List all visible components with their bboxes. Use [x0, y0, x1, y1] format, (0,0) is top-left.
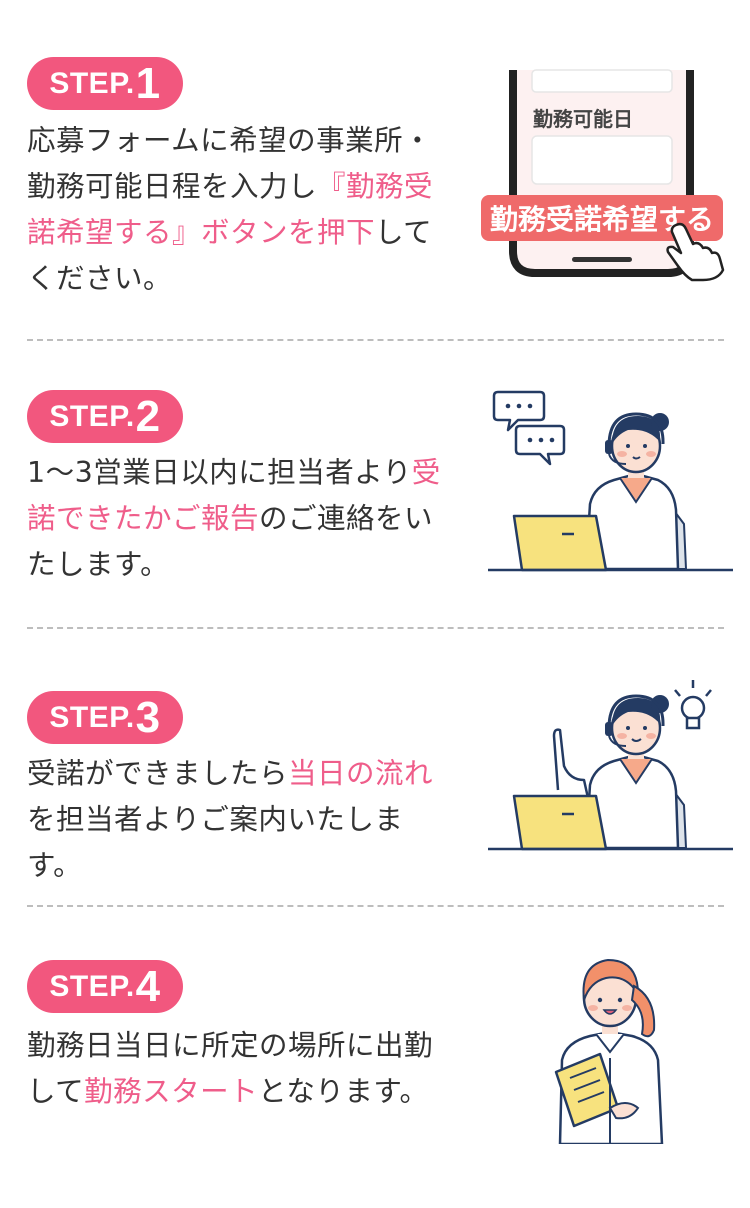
step-description: 1〜3営業日以内に担当者より受諾できたかご報告のご連絡をいたします。 — [27, 450, 447, 588]
laptop-icon — [512, 794, 608, 851]
step-badge-label: STEP. — [49, 66, 135, 100]
step-badge-number: 2 — [135, 391, 161, 441]
step-badge: STEP.3 — [27, 691, 183, 744]
step-1: STEP.1 応募フォームに希望の事業所・勤務可能日程を入力し『勤務受諾希望する… — [0, 0, 750, 340]
lightbulb-icon — [674, 680, 712, 730]
step-description: 受諾ができましたら当日の流れを担当者よりご案内いたします。 — [27, 751, 447, 889]
step-description-text: となります。 — [258, 1075, 429, 1108]
step-badge: STEP.2 — [27, 390, 183, 443]
separator-line — [27, 905, 724, 907]
step-badge: STEP.4 — [27, 960, 183, 1013]
step-badge-label: STEP. — [49, 700, 135, 734]
step-3: STEP.3 受諾ができましたら当日の流れを担当者よりご案内いたします。 — [0, 628, 750, 906]
step-description-text: のご連絡をいたします。 — [27, 502, 434, 581]
step-description-highlight: 受諾できたかご報告 — [27, 456, 441, 535]
step-description-text: 勤務日当日に所定の場所に出勤して — [27, 1029, 434, 1108]
separator-line — [27, 627, 724, 629]
hand-pointer-icon — [666, 222, 725, 282]
step-description-text: 1〜3営業日以内に担当者より — [27, 456, 412, 489]
step-description-text: 受諾ができましたら — [27, 757, 289, 790]
step-badge-label: STEP. — [49, 399, 135, 433]
step-badge-number: 3 — [135, 692, 161, 742]
separator-line — [27, 339, 724, 341]
laptop-icon — [512, 514, 608, 572]
step-description-text: 応募フォームに希望の事業所・勤務可能日程を入力し — [27, 124, 433, 203]
step-badge: STEP.1 — [27, 57, 183, 110]
step-description-highlight: 当日の流れ — [288, 757, 434, 790]
speech-bubble-icon — [492, 390, 546, 432]
step-badge-label: STEP. — [49, 969, 135, 1003]
phone-form-illustration: 勤務可能日 勤務受諾希望する — [481, 69, 725, 282]
step-description-text: を担当者よりご案内いたします。 — [27, 803, 404, 882]
step-2: STEP.2 1〜3営業日以内に担当者より受諾できたかご報告のご連絡をいたします… — [0, 340, 750, 628]
operator-headset-illustration — [488, 390, 733, 572]
speech-bubble-icon — [514, 424, 566, 466]
worker-clipboard-illustration — [554, 958, 664, 1144]
step-description: 勤務日当日に所定の場所に出勤して勤務スタートとなります。 — [27, 1023, 447, 1115]
apply-button-graphic: 勤務受諾希望する — [481, 195, 723, 241]
step-badge-number: 1 — [135, 58, 161, 108]
step-4: STEP.4 勤務日当日に所定の場所に出勤して勤務スタートとなります。 — [0, 906, 750, 1208]
step-description-text: してください。 — [27, 216, 433, 295]
step-badge-number: 4 — [135, 961, 161, 1011]
field-label: 勤務可能日 — [533, 107, 633, 131]
operator-idea-illustration — [488, 680, 733, 851]
step-description: 応募フォームに希望の事業所・勤務可能日程を入力し『勤務受諾希望する』ボタンを押下… — [27, 118, 447, 302]
step-description-highlight: 『勤務受諾希望する』ボタンを押下 — [27, 170, 434, 249]
step-description-highlight: 勤務スタート — [84, 1075, 259, 1108]
